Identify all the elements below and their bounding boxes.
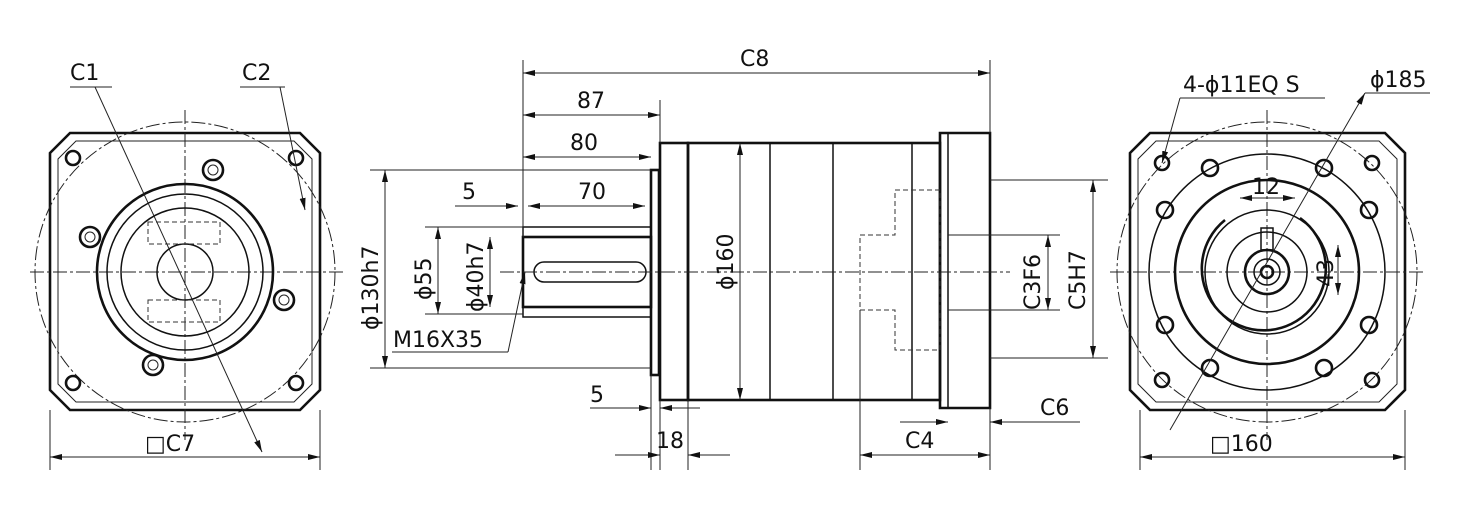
label-c7: □C7	[145, 432, 195, 457]
label-holes: 4-ϕ11EQ S	[1183, 73, 1300, 98]
label-160: □160	[1210, 432, 1273, 457]
label-c3: C3F6	[1021, 254, 1046, 310]
label-18: 18	[656, 429, 684, 454]
side-view: C8 87 80 5 70 ϕ130h7 ϕ55 ϕ40h7 M16X35 ϕ1…	[359, 47, 1108, 470]
label-87: 87	[577, 89, 605, 114]
front-view-output: 4-ϕ11EQ S ϕ185 12 43 □160	[1110, 68, 1430, 470]
label-43: 43	[1314, 259, 1339, 287]
label-d130: ϕ130h7	[359, 246, 384, 330]
flange-outline	[48, 131, 322, 412]
label-c2: C2	[242, 61, 271, 86]
label-d160: ϕ160	[714, 233, 739, 290]
label-d55: ϕ55	[412, 257, 437, 300]
front-view-input: C1 C2 □C7	[30, 61, 345, 470]
label-d40: ϕ40h7	[464, 242, 489, 312]
label-12: 12	[1252, 175, 1280, 200]
label-thread: M16X35	[393, 328, 483, 353]
label-80: 80	[570, 131, 598, 156]
label-c6: C6	[1040, 396, 1069, 421]
label-c5: C5H7	[1066, 250, 1091, 310]
label-5-top: 5	[462, 180, 476, 205]
label-pcd: ϕ185	[1370, 68, 1427, 93]
label-c1: C1	[70, 61, 99, 86]
label-70: 70	[578, 180, 606, 205]
label-c4: C4	[905, 429, 934, 454]
label-c8: C8	[740, 47, 769, 72]
label-5-bottom: 5	[590, 383, 604, 408]
